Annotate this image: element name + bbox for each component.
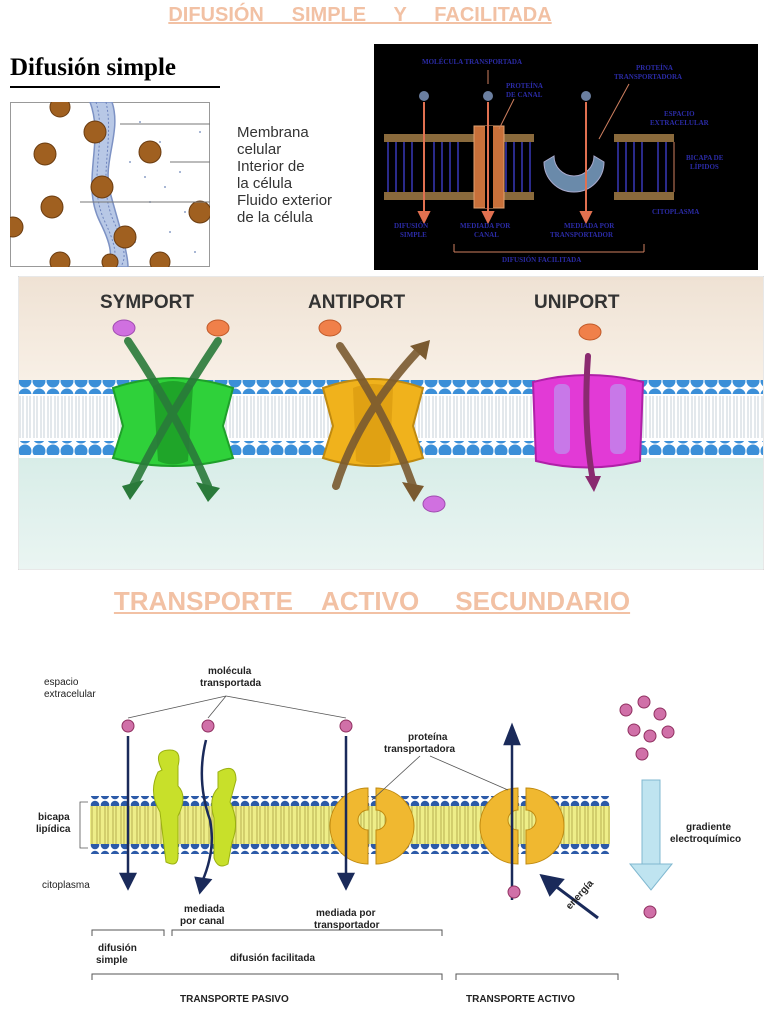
label-cytoplasm: citoplasma <box>42 880 90 891</box>
dark-extracellular-2: EXTRACELULAR <box>650 119 710 127</box>
dark-carrier-label-1: PROTEÍNA <box>636 64 673 72</box>
uniport-label: UNIPORT <box>534 292 620 313</box>
dark-label-lines <box>453 70 675 253</box>
dark-channel-mediated-2: CANAL <box>474 231 499 239</box>
dark-carrier-mediated-2: TRANSPORTADOR <box>550 231 614 239</box>
label-carrier-2: transportadora <box>384 744 456 755</box>
simple-diffusion-title: Difusión simple <box>10 54 177 81</box>
label-molecule-1: molécula <box>208 666 252 677</box>
symport-label: SYMPORT <box>100 292 194 313</box>
label-molecule-2: transportada <box>200 678 262 689</box>
label-simple-diffusion-2: simple <box>96 955 128 966</box>
carrier-protein-bottom-1 <box>329 787 415 865</box>
transported-molecules <box>121 695 675 919</box>
gradient-arrow <box>628 779 674 891</box>
dark-arrows <box>417 102 593 225</box>
bottom-leader-lines <box>79 695 509 849</box>
label-channel-1: mediada <box>184 904 225 915</box>
antiport-molecule-purple <box>422 495 446 513</box>
uniport-arrow <box>583 353 596 484</box>
label-extracellular-2: extracelular <box>44 689 96 700</box>
facilitated-diffusion-panel: MOLÉCULA TRANSPORTADA PROTEÍNA DE CANAL … <box>374 44 758 270</box>
label-bilayer-2: lipídica <box>36 824 71 835</box>
diffusing-molecules <box>10 102 210 267</box>
simple-diffusion-illustration <box>10 102 210 267</box>
top-heading: DIFUSIÓN SIMPLE Y FACILITADA <box>168 4 552 26</box>
cytoplasm-region <box>19 458 763 569</box>
channel-protein-bottom <box>153 749 237 867</box>
label-simple-diffusion-1: difusión <box>98 943 137 954</box>
dark-extracellular-1: ESPACIO <box>664 110 695 118</box>
label-channel-2: por canal <box>180 916 225 927</box>
label-bilayer-1: bicapa <box>38 812 70 823</box>
dark-channel-label-1: PROTEÍNA <box>506 82 543 90</box>
title-underline <box>10 86 220 88</box>
label-extracellular-1: espacio <box>44 677 79 688</box>
dark-molecules <box>419 91 591 101</box>
dark-channel-label-2: DE CANAL <box>506 91 543 99</box>
bottom-brackets <box>91 929 619 980</box>
energy-arrow <box>539 873 599 920</box>
uniport-arrowhead <box>585 476 601 492</box>
transport-types-panel: espacio extracelular molécula transporta… <box>36 666 741 1005</box>
bottom-heading: TRANSPORTE ACTIVO SECUNDARIO <box>113 586 631 616</box>
dark-simple-2: SIMPLE <box>400 231 427 239</box>
symport-molecule-orange <box>206 319 230 337</box>
label-gradient-1: gradiente <box>686 822 731 833</box>
dark-carrier-mediated-1: MEDIADA POR <box>564 222 615 230</box>
symport-arrowhead-2 <box>122 480 144 500</box>
carrier-protein <box>543 155 605 193</box>
antiport-label: ANTIPORT <box>308 292 406 313</box>
antiport-arrowhead-down <box>402 482 424 502</box>
dark-channel-mediated-1: MEDIADA POR <box>460 222 511 230</box>
uniport-molecule-orange <box>578 323 602 341</box>
dark-facilitated: DIFUSIÓN FACILITADA <box>502 256 581 264</box>
membrane-band <box>89 102 129 267</box>
leader-lines <box>80 123 210 203</box>
dark-bilayer-1: BICAPA DE <box>686 154 724 162</box>
dark-panel-bg <box>374 44 758 270</box>
symport-arrowhead-1 <box>196 482 220 502</box>
dark-bilayer-2: LÍPIDOS <box>690 163 719 171</box>
label-carrier-mediated-1: mediada por <box>316 908 376 919</box>
dark-simple-1: DIFUSIÓN <box>394 222 428 230</box>
transport-arrows <box>118 722 521 900</box>
symport-arrows <box>124 337 222 490</box>
antiport-arrows <box>332 342 422 490</box>
label-passive-transport: TRANSPORTE PASIVO <box>180 994 289 1005</box>
dark-carrier-label-2: TRANSPORTADORA <box>614 73 682 81</box>
label-carrier-mediated-2: transportador <box>314 920 380 931</box>
symport-molecule-purple <box>112 319 136 337</box>
dark-cytoplasm: CITOPLASMA <box>652 208 699 216</box>
carrier-protein-bottom-2 <box>479 787 565 865</box>
label-active-transport: TRANSPORTE ACTIVO <box>466 994 575 1005</box>
cotransport-panel: SYMPORT ANTIPORT UNIPORT <box>18 276 764 570</box>
antiport-arrowhead-up <box>410 340 430 360</box>
label-carrier-1: proteína <box>408 732 448 743</box>
dark-bilayer <box>384 134 674 200</box>
label-facilitated-diffusion: difusión facilitada <box>230 953 315 964</box>
label-gradient-2: electroquímico <box>670 834 741 845</box>
antiport-molecule-orange <box>318 319 342 337</box>
dark-molecule-label: MOLÉCULA TRANSPORTADA <box>422 58 522 66</box>
